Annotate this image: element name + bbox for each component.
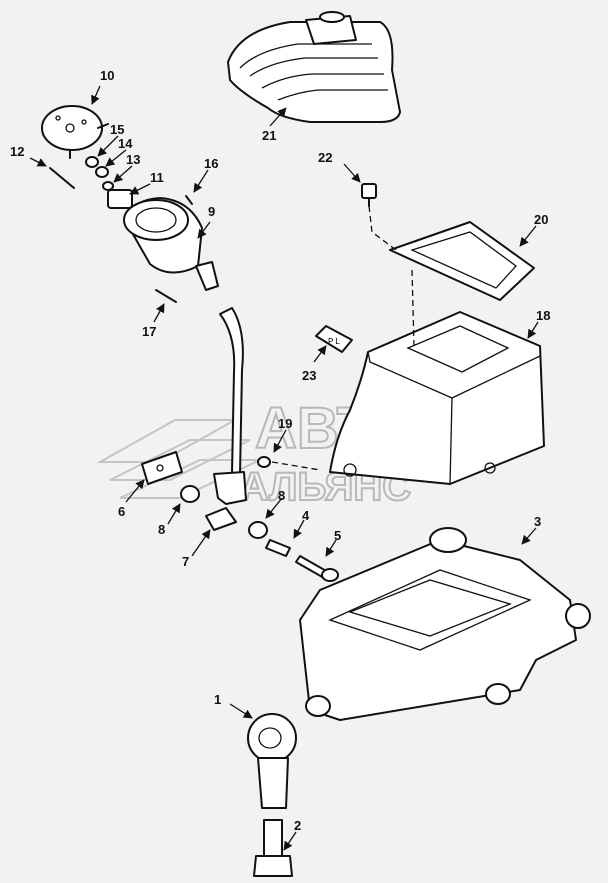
parts-13-15-small-hardware <box>85 156 114 191</box>
part-12-pin <box>49 167 75 189</box>
callout-10: 10 <box>100 68 114 83</box>
callout-15: 15 <box>110 122 124 137</box>
callout-3: 3 <box>534 514 541 529</box>
callout-2: 2 <box>294 818 301 833</box>
part-16-screw <box>185 195 193 205</box>
callout-14: 14 <box>118 136 133 151</box>
callout-6: 6 <box>118 504 125 519</box>
callout-7: 7 <box>182 554 189 569</box>
callout-16: 16 <box>204 156 218 171</box>
callout-8-left: 8 <box>158 522 165 537</box>
part-4-pin <box>265 539 291 557</box>
part-1-rod-end <box>247 713 297 809</box>
callout-4: 4 <box>302 508 310 523</box>
part-10-cap <box>41 105 109 159</box>
callout-9: 9 <box>208 204 215 219</box>
part-3-base <box>299 527 591 721</box>
part-7-link <box>205 507 237 531</box>
callout-5: 5 <box>334 528 341 543</box>
part-6-bracket <box>141 451 183 485</box>
part-2-bolt <box>253 819 293 877</box>
part-22-nut <box>361 183 377 207</box>
callout-19: 19 <box>278 416 292 431</box>
callout-11: 11 <box>150 170 164 185</box>
callout-1: 1 <box>214 692 221 707</box>
shift-lever <box>213 307 247 505</box>
plate-marking: P L <box>328 337 340 346</box>
callout-17: 17 <box>142 324 156 339</box>
part-8-bushing-left <box>180 485 200 503</box>
callout-12: 12 <box>10 144 24 159</box>
callout-numbers: 10 12 15 14 13 11 16 9 17 21 22 20 18 23… <box>10 68 550 833</box>
callout-8-right: 8 <box>278 488 285 503</box>
callout-22: 22 <box>318 150 332 165</box>
part-9-knob <box>123 197 219 291</box>
assembly-lines <box>271 205 415 471</box>
part-20-gasket <box>389 221 535 301</box>
callout-23: 23 <box>302 368 316 383</box>
leader-lines <box>29 85 539 851</box>
part-18-housing <box>329 311 545 485</box>
part-11-insert <box>107 189 133 209</box>
callout-18: 18 <box>536 308 550 323</box>
callout-20: 20 <box>534 212 548 227</box>
callout-13: 13 <box>126 152 140 167</box>
callout-21: 21 <box>262 128 276 143</box>
part-21-shift-boot <box>227 11 401 123</box>
part-19-screw <box>257 456 271 468</box>
part-17-pin <box>155 289 177 303</box>
part-8-bushing-right <box>248 521 268 539</box>
part-5-bolt <box>295 555 339 582</box>
part-23-plate: P L <box>315 325 353 353</box>
